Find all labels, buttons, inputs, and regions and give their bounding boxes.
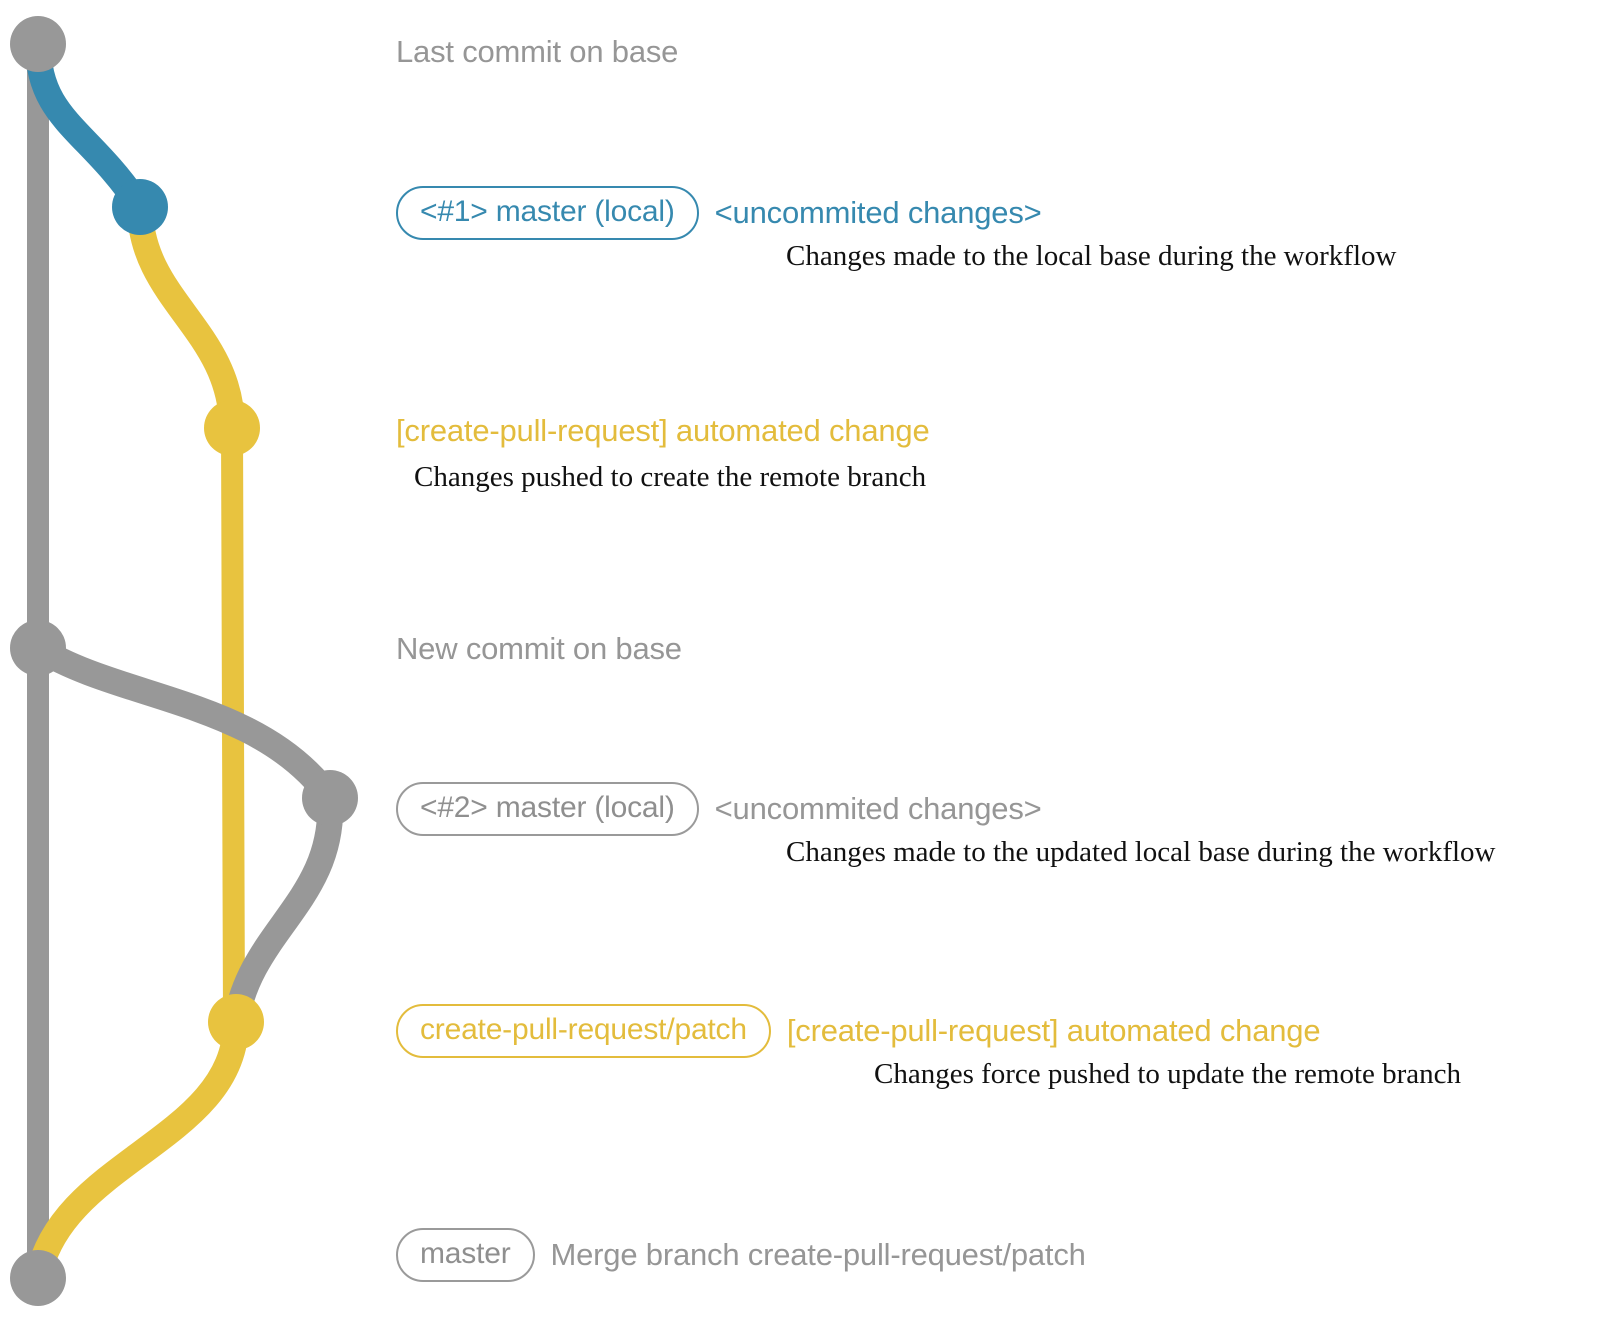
badge-master-local-2[interactable]: <#2> master (local) <box>396 782 699 836</box>
commit-node-base-last[interactable] <box>10 16 66 72</box>
label-uncommited-changes-1: <uncommited changes> <box>714 194 1042 230</box>
branch-line-yellow-local1-patch1 <box>127 194 245 441</box>
branch-line-yellow-patch2-merge <box>25 1009 249 1291</box>
git-graph <box>10 16 358 1306</box>
commit-node-patch-2[interactable] <box>208 994 264 1050</box>
commit-node-local-1[interactable] <box>112 179 168 235</box>
label-last-commit-on-base: Last commit on base <box>396 34 679 69</box>
subtext-pushed-create-remote-branch: Changes pushed to create the remote bran… <box>414 461 927 493</box>
subtext-local-base-changes: Changes made to the local base during th… <box>786 240 1397 272</box>
row-master-local-2: <#2> master (local) <uncommited changes> <box>396 782 1042 836</box>
label-automated-change-2: [create-pull-request] automated change <box>786 1012 1321 1048</box>
row-create-pull-request-patch: create-pull-request/patch [create-pull-r… <box>396 1004 1321 1058</box>
label-automated-change-1: [create-pull-request] automated change <box>396 413 930 448</box>
commit-node-merge[interactable] <box>10 1250 66 1306</box>
subtext-force-pushed-update-remote-branch: Changes force pushed to update the remot… <box>874 1058 1462 1090</box>
label-merge-branch: Merge branch create-pull-request/patch <box>550 1236 1086 1272</box>
badge-master[interactable]: master <box>396 1228 535 1282</box>
label-new-commit-on-base: New commit on base <box>396 631 682 666</box>
commit-node-patch-1[interactable] <box>204 400 260 456</box>
commit-node-base-new[interactable] <box>10 620 66 676</box>
row-master-local-1: <#1> master (local) <uncommited changes> <box>396 186 1042 240</box>
subtext-updated-local-base-changes: Changes made to the updated local base d… <box>786 836 1496 868</box>
commit-node-local-2[interactable] <box>302 770 358 826</box>
row-merge-branch: master Merge branch create-pull-request/… <box>396 1228 1086 1282</box>
badge-master-local-1[interactable]: <#1> master (local) <box>396 186 699 240</box>
branch-line-gray-basenew-local2 <box>25 635 343 811</box>
label-uncommited-changes-2: <uncommited changes> <box>714 790 1042 826</box>
branch-line-gray-local2-patch2 <box>223 785 344 1035</box>
badge-create-pull-request-patch[interactable]: create-pull-request/patch <box>396 1004 771 1058</box>
